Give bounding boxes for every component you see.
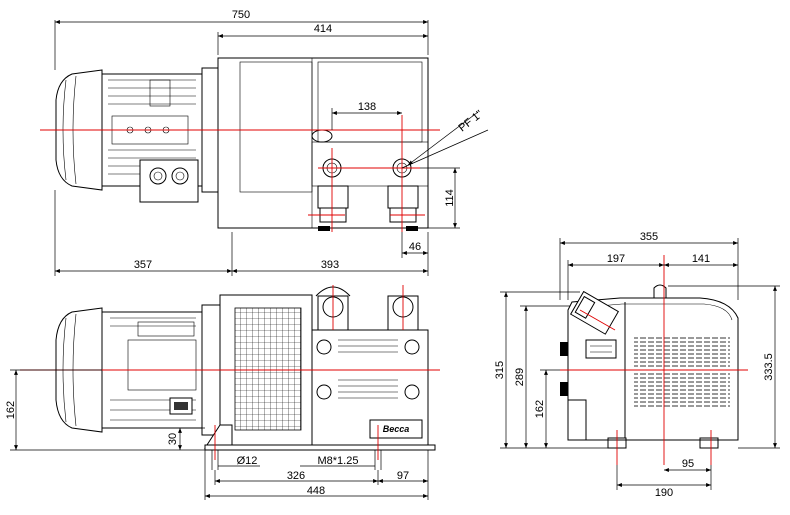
dim-port-height: 114: [444, 189, 456, 207]
dim-port-offset: 46: [409, 241, 421, 253]
front-view-labels: 162 30 Ø12 M8*1.25 326 97 448: [5, 401, 409, 497]
dim-height-289: 289: [514, 368, 526, 386]
dim-side-shaft-height: 162: [534, 400, 546, 418]
junction-box: [139, 159, 199, 203]
dim-foot-height: 30: [167, 433, 179, 445]
top-view: [40, 57, 440, 232]
dim-left-width: 197: [607, 253, 625, 265]
dim-overall-width: 355: [640, 231, 658, 243]
brand-logo: [369, 419, 423, 439]
dim-port-spacing: 138: [358, 101, 376, 113]
side-louvers: [634, 336, 730, 408]
dim-motor-length: 357: [134, 259, 152, 271]
dim-thread-size: M8*1.25: [318, 455, 359, 467]
front-view: Becca: [20, 285, 440, 460]
dim-pump-length: 393: [321, 259, 339, 271]
dim-right-width: 141: [692, 253, 710, 265]
thread-label: PF 1": [456, 108, 485, 134]
top-view-dimensions: [54, 20, 489, 276]
side-view: [560, 255, 748, 465]
dim-foot-offset: 97: [397, 470, 409, 482]
dim-height-315: 315: [494, 361, 506, 379]
brand-logo-text: Becca: [383, 424, 410, 434]
dim-total-height: 333.5: [763, 353, 775, 381]
dim-shaft-height: 162: [5, 401, 17, 419]
dim-foot-spacing: 326: [287, 470, 305, 482]
dim-base-length: 448: [307, 485, 325, 497]
dim-body-length: 414: [314, 23, 332, 35]
dim-overall-length: 750: [232, 9, 250, 21]
side-view-dimensions: [500, 238, 780, 490]
front-view-dimensions: [10, 369, 429, 500]
cooling-grille: [234, 307, 302, 431]
dim-hole-diameter: Ø12: [237, 455, 258, 467]
dim-half-foot: 95: [682, 458, 694, 470]
dim-foot-width: 190: [655, 487, 673, 499]
side-view-labels: 355 197 141 333.5 315 289 162 95 190: [494, 231, 775, 499]
